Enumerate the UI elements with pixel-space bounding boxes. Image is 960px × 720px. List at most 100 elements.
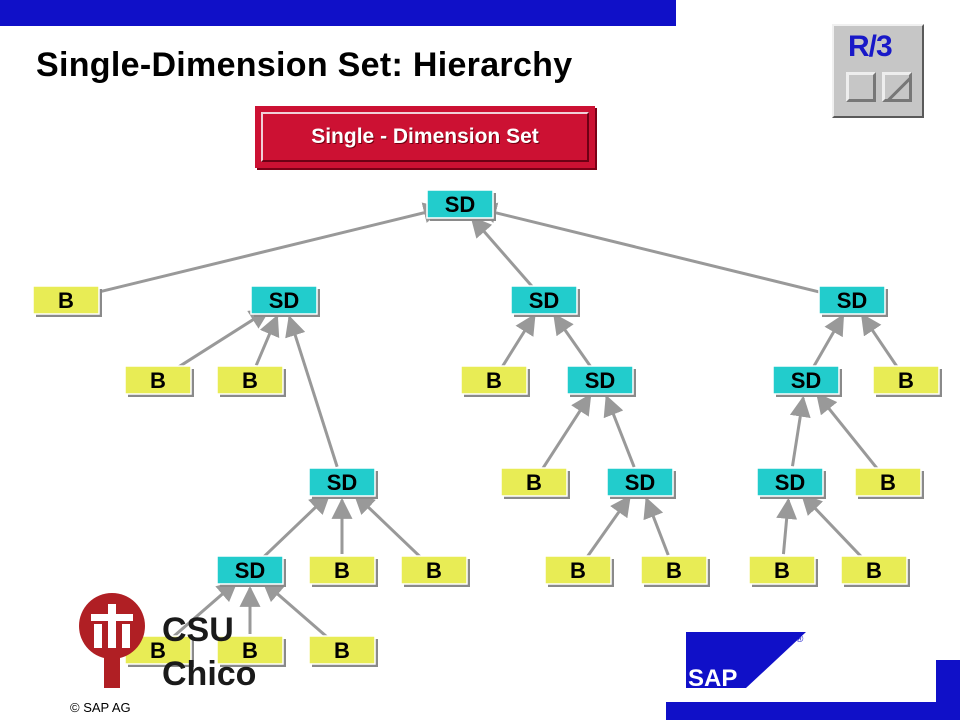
edge-sd7-to-sd2 <box>285 315 339 468</box>
node-b5: B <box>872 365 942 397</box>
edge-sd9-to-sd6 <box>789 395 811 467</box>
edge-b9-to-sd7 <box>353 492 424 561</box>
node-sd6: SD <box>772 365 842 397</box>
node-box <box>216 635 284 665</box>
node-b14: B <box>124 635 194 667</box>
set-type-label-text: Single - Dimension Set <box>261 112 589 162</box>
node-sd8: SD <box>606 467 676 499</box>
csu-seal-icon <box>79 593 145 688</box>
edge-b16-to-sd10 <box>261 580 331 641</box>
node-box <box>308 635 376 665</box>
node-label: B <box>242 638 258 663</box>
node-box <box>566 365 634 395</box>
node-box <box>426 189 494 219</box>
node-b16: B <box>308 635 378 667</box>
r3-logo-slash-icon <box>882 72 912 102</box>
edge-sd3-to-root <box>470 215 535 289</box>
node-label: B <box>898 368 914 393</box>
edge-b1-to-root <box>81 202 445 298</box>
r3-logo-text: R/3 <box>848 30 893 63</box>
node-label: SD <box>775 470 806 495</box>
edge-sd5-to-sd3 <box>553 313 593 368</box>
sap-logo-text: SAP <box>688 665 737 688</box>
node-label: B <box>150 368 166 393</box>
node-box <box>124 365 192 395</box>
node-layer: SD B SD SD SD B B B SD SD B SD B SD SD B SD B B B B B B B B B <box>32 189 942 667</box>
node-box <box>606 467 674 497</box>
node-box <box>250 285 318 315</box>
node-label: B <box>774 558 790 583</box>
node-box <box>500 467 568 497</box>
university-name: CSU Chico <box>162 608 282 696</box>
edge-layer <box>81 202 899 641</box>
edge-b6-to-sd5 <box>541 393 592 470</box>
university-line-2: Chico <box>162 655 257 693</box>
slide-title: Single-Dimension Set: Hierarchy <box>36 46 573 84</box>
node-box <box>872 365 940 395</box>
node-b13: B <box>840 555 910 587</box>
top-accent-bar <box>0 0 676 26</box>
node-label: SD <box>529 288 560 313</box>
node-label: B <box>242 368 258 393</box>
node-b7: B <box>854 467 924 499</box>
node-label: B <box>334 558 350 583</box>
node-box <box>124 635 192 665</box>
node-box <box>216 365 284 395</box>
node-box <box>400 555 468 585</box>
node-sd10: SD <box>216 555 286 587</box>
edge-sd8-to-sd5 <box>603 394 636 468</box>
node-root: SD <box>426 189 496 221</box>
node-box <box>818 285 886 315</box>
node-sd7: SD <box>308 467 378 499</box>
node-label: SD <box>585 368 616 393</box>
node-sd4: SD <box>818 285 888 317</box>
node-box <box>840 555 908 585</box>
bottom-accent-bar <box>666 702 960 720</box>
node-b3: B <box>216 365 286 397</box>
set-type-label: Single - Dimension Set <box>255 106 595 168</box>
edge-b4-to-sd3 <box>501 313 536 368</box>
node-b15: B <box>216 635 286 667</box>
node-box <box>308 555 376 585</box>
node-b6: B <box>500 467 570 499</box>
edge-sd10-to-sd7 <box>260 492 331 561</box>
corner-accent-bar <box>936 660 960 720</box>
node-b1: B <box>32 285 102 317</box>
edge-b7-to-sd6 <box>815 392 880 471</box>
node-label: B <box>570 558 586 583</box>
node-label: B <box>150 638 166 663</box>
node-box <box>216 555 284 585</box>
node-label: B <box>666 558 682 583</box>
node-box <box>748 555 816 585</box>
node-box <box>640 555 708 585</box>
node-b8: B <box>308 555 378 587</box>
node-sd2: SD <box>250 285 320 317</box>
node-label: B <box>58 288 74 313</box>
node-b11: B <box>640 555 710 587</box>
node-label: B <box>486 368 502 393</box>
node-sd9: SD <box>756 467 826 499</box>
edge-sd4-to-root <box>475 202 837 298</box>
edge-b2-to-sd2 <box>170 308 271 373</box>
sap-logo: SAP ® <box>686 632 806 688</box>
node-label: SD <box>235 558 266 583</box>
node-label: SD <box>445 192 476 217</box>
node-label: B <box>866 558 882 583</box>
node-box <box>460 365 528 395</box>
r3-logo-square-icon <box>846 72 876 102</box>
node-label: SD <box>327 470 358 495</box>
node-label: SD <box>791 368 822 393</box>
node-label: SD <box>625 470 656 495</box>
node-box <box>756 467 824 497</box>
node-label: B <box>334 638 350 663</box>
edge-b14-to-sd10 <box>169 580 239 641</box>
node-b12: B <box>748 555 818 587</box>
node-label: B <box>426 558 442 583</box>
node-box <box>772 365 840 395</box>
node-b4: B <box>460 365 530 397</box>
edge-b10-to-sd8 <box>585 494 631 558</box>
node-box <box>854 467 922 497</box>
node-label: B <box>880 470 896 495</box>
node-b10: B <box>544 555 614 587</box>
